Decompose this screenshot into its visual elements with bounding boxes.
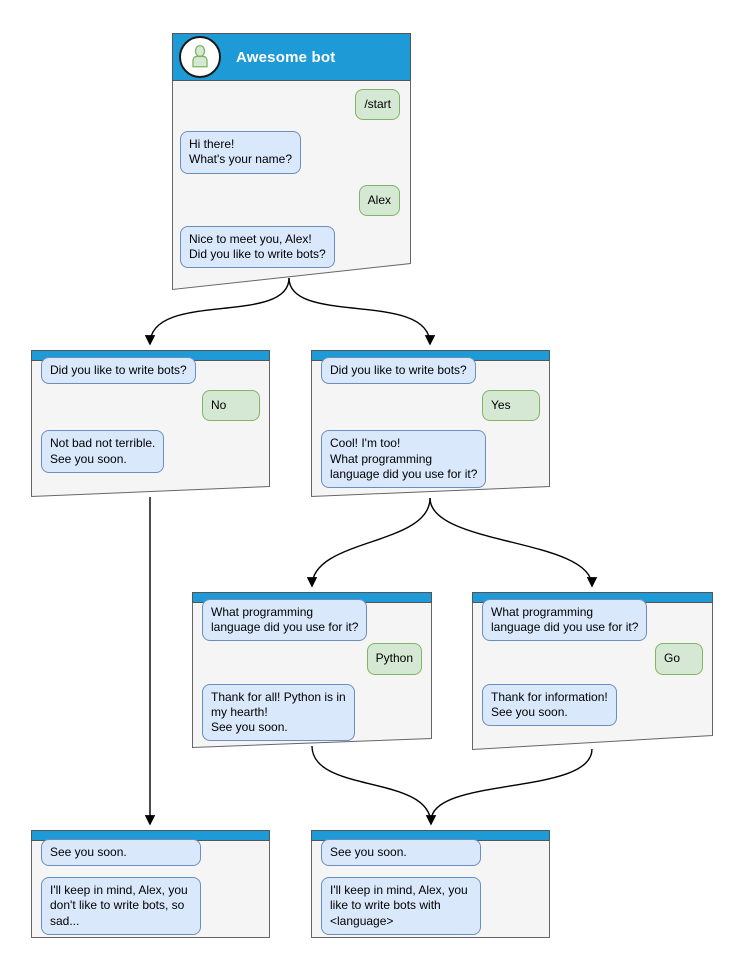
end-yes-window: See you soon. I'll keep in mind, Alex, y… <box>311 830 550 938</box>
connector-python-to-end <box>311 745 437 826</box>
chat-header: Awesome bot <box>172 33 411 81</box>
message-list: Did you like to write bots? Yes Cool! I'… <box>311 357 550 489</box>
bot-message-question: What programming language did you use fo… <box>482 599 648 642</box>
branch-go-window: What programming language did you use fo… <box>472 592 713 751</box>
bot-message-see-you: See you soon. <box>41 839 201 867</box>
message-list: What programming language did you use fo… <box>472 599 713 727</box>
connector-main-to-no <box>144 277 290 346</box>
bot-message-reply: I'll keep in mind, Alex, you don't like … <box>41 877 201 935</box>
bot-message-reply: Cool! I'm too! What programming language… <box>321 430 487 489</box>
message-list: See you soon. I'll keep in mind, Alex, y… <box>31 839 270 935</box>
bot-message-see-you: See you soon. <box>321 839 481 867</box>
message-list: Did you like to write bots? No Not bad n… <box>31 357 270 473</box>
bot-title: Awesome bot <box>236 48 336 66</box>
connector-yes-to-go <box>429 497 598 588</box>
bot-message-ask-bots: Nice to meet you, Alex! Did you like to … <box>180 225 335 269</box>
connector-go-to-end <box>430 748 593 822</box>
message-list: See you soon. I'll keep in mind, Alex, y… <box>311 839 550 935</box>
bot-message-greeting: Hi there! What's your name? <box>180 131 302 174</box>
user-message-no: No <box>202 390 260 422</box>
bot-message-reply: I'll keep in mind, Alex, you like to wri… <box>321 877 481 935</box>
message-list: What programming language did you use fo… <box>192 599 432 742</box>
branch-yes-window: Did you like to write bots? Yes Cool! I'… <box>311 350 550 498</box>
main-chat-window: Awesome bot /start Hi there! What's your… <box>172 33 411 291</box>
person-icon <box>192 44 208 68</box>
message-list: /start Hi there! What's your name? Alex … <box>172 81 411 269</box>
user-message-start: /start <box>355 89 400 121</box>
bot-avatar <box>179 36 221 78</box>
user-message-yes: Yes <box>482 390 540 422</box>
bot-message-question: Did you like to write bots? <box>321 357 476 385</box>
branch-no-window: Did you like to write bots? No Not bad n… <box>31 350 270 498</box>
connector-yes-to-python <box>306 497 431 588</box>
bot-message-question: What programming language did you use fo… <box>202 599 368 642</box>
user-message-name: Alex <box>358 184 400 216</box>
bot-message-reply: Thank for all! Python is in my hearth! S… <box>202 683 355 742</box>
bot-message-reply: Thank for information! See you soon. <box>482 683 617 727</box>
branch-python-window: What programming language did you use fo… <box>192 592 432 749</box>
user-message-python: Python <box>366 643 422 675</box>
user-message-go: Go <box>655 643 703 675</box>
bot-message-reply: Not bad not terrible. See you soon. <box>41 430 165 473</box>
bot-message-question: Did you like to write bots? <box>41 357 196 385</box>
connector-main-to-yes <box>288 277 436 346</box>
end-no-window: See you soon. I'll keep in mind, Alex, y… <box>31 830 270 938</box>
